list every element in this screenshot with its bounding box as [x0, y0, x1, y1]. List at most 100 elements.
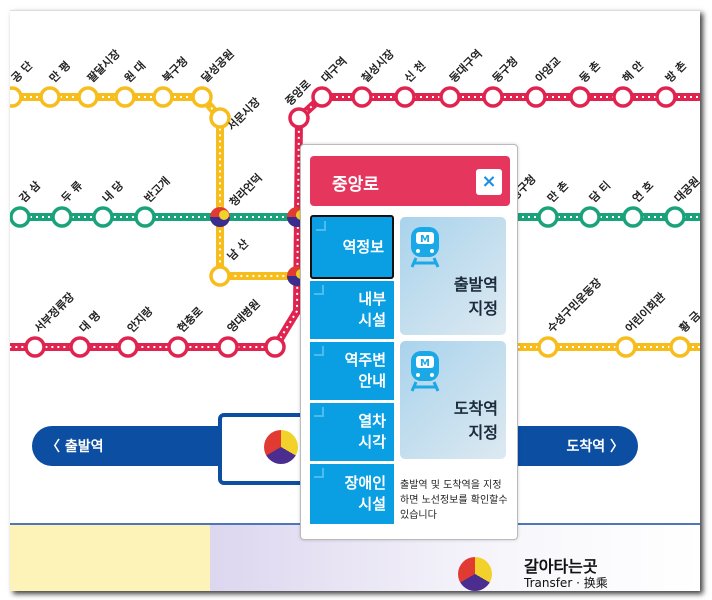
station-label: 감 삼 — [16, 178, 43, 205]
station-label: 반고개 — [141, 174, 172, 205]
tab-label: 장애인 — [344, 474, 386, 492]
station-label: 서부정류장 — [31, 289, 77, 335]
station-marker — [537, 206, 559, 228]
station-label: 아양교 — [532, 54, 563, 85]
station-label: 원 대 — [121, 58, 148, 85]
legend-panel-left — [10, 525, 210, 591]
station-label: 동 촌 — [576, 58, 603, 85]
station-label: 만 평 — [46, 58, 73, 85]
station-marker — [10, 206, 31, 228]
station-label: 담 티 — [586, 178, 613, 205]
station-marker — [10, 86, 23, 108]
station-marker — [167, 336, 189, 358]
station-marker — [134, 206, 156, 228]
tab-label: 역정보 — [342, 237, 384, 256]
station-label: 신 천 — [401, 58, 428, 85]
station-marker — [209, 265, 231, 287]
station-marker — [351, 86, 373, 108]
station-marker — [217, 336, 239, 358]
station-marker — [482, 86, 504, 108]
station-marker — [69, 336, 91, 358]
station-label: 청라언덕 — [226, 171, 265, 210]
station-marker — [525, 86, 547, 108]
transfer-legend-icon — [458, 557, 492, 591]
station-marker — [288, 107, 310, 129]
station-marker — [152, 86, 174, 108]
departure-station-button[interactable]: 〈 출발역 — [46, 439, 104, 455]
station-label: 북구청 — [159, 54, 190, 85]
station-label: 수성구민운동장 — [544, 275, 604, 335]
station-marker — [664, 206, 686, 228]
transfer-legend-subtitle: Transfer · 换乘 — [524, 576, 608, 590]
station-popup: 중앙로 × 역정보 내부 시설 역주변 안내 열차 시각 장애인 시설 M — [300, 144, 518, 540]
svg-text:M: M — [420, 358, 430, 369]
metro-train-icon: M — [410, 227, 440, 268]
station-label: 동대구역 — [446, 47, 485, 86]
tab-facilities[interactable]: 내부 시설 — [310, 281, 394, 339]
tab-label: 열차 — [358, 412, 386, 430]
tab-label: 시설 — [358, 311, 386, 329]
station-label: 동구청 — [489, 54, 520, 85]
tab-nearby-guide[interactable]: 역주변 안내 — [310, 342, 394, 400]
popup-header: 중앙로 × — [310, 156, 510, 206]
station-marker — [569, 86, 591, 108]
station-marker — [191, 86, 213, 108]
tab-timetable[interactable]: 열차 시각 — [310, 403, 394, 461]
station-marker — [24, 336, 46, 358]
tab-label: 내부 — [358, 290, 386, 308]
station-label: 공 단 — [10, 58, 35, 85]
station-marker — [615, 336, 637, 358]
station-label: 영대병원 — [224, 297, 263, 336]
station-name: 중앙로 — [332, 175, 379, 195]
station-label: 남 산 — [224, 236, 251, 263]
station-label: 어린이회관 — [622, 289, 668, 335]
transfer-marker-part — [219, 210, 229, 220]
station-label: 두 류 — [59, 179, 85, 205]
transfer-icon — [264, 430, 298, 464]
tab-label: 시설 — [358, 495, 386, 513]
station-label: 대공원 — [671, 174, 700, 205]
station-label: 해 안 — [619, 58, 646, 85]
station-label: 서문시장 — [224, 95, 263, 134]
station-marker — [669, 336, 691, 358]
station-label: 내 당 — [99, 178, 126, 205]
metro-train-icon: M — [410, 351, 440, 392]
station-label: 팔달시장 — [84, 47, 123, 86]
station-marker — [39, 86, 61, 108]
transfer-legend-title: 갈아타는곳 — [524, 557, 598, 576]
close-icon[interactable]: × — [476, 169, 502, 195]
station-marker — [51, 206, 73, 228]
svg-text:M: M — [420, 234, 430, 245]
station-label: 대 명 — [76, 308, 103, 335]
station-marker — [579, 206, 601, 228]
station-label: 방 촌 — [662, 58, 689, 85]
tab-accessibility[interactable]: 장애인 시설 — [310, 464, 394, 524]
station-marker — [264, 336, 286, 358]
station-label: 현충로 — [174, 304, 205, 335]
tab-label: 역주변 — [344, 351, 386, 369]
tab-label: 안내 — [358, 372, 386, 390]
station-label: 안지랑 — [124, 304, 155, 335]
tab-station-info[interactable]: 역정보 — [310, 215, 394, 279]
station-label: 만 촌 — [544, 178, 571, 205]
station-label: 연 호 — [629, 178, 656, 205]
station-label: 달성공원 — [198, 47, 237, 86]
station-marker — [612, 86, 634, 108]
station-marker — [117, 336, 139, 358]
station-marker — [655, 86, 677, 108]
tab-label: 시각 — [358, 433, 386, 451]
station-label: 칠성시장 — [358, 47, 397, 86]
station-marker — [311, 86, 333, 108]
station-marker — [114, 86, 136, 108]
arrival-station-button[interactable]: 도착역 〉 — [566, 439, 624, 455]
station-label: 대구역 — [318, 54, 349, 85]
station-marker — [77, 86, 99, 108]
station-label: 황 금 — [676, 308, 700, 335]
station-marker — [439, 86, 461, 108]
